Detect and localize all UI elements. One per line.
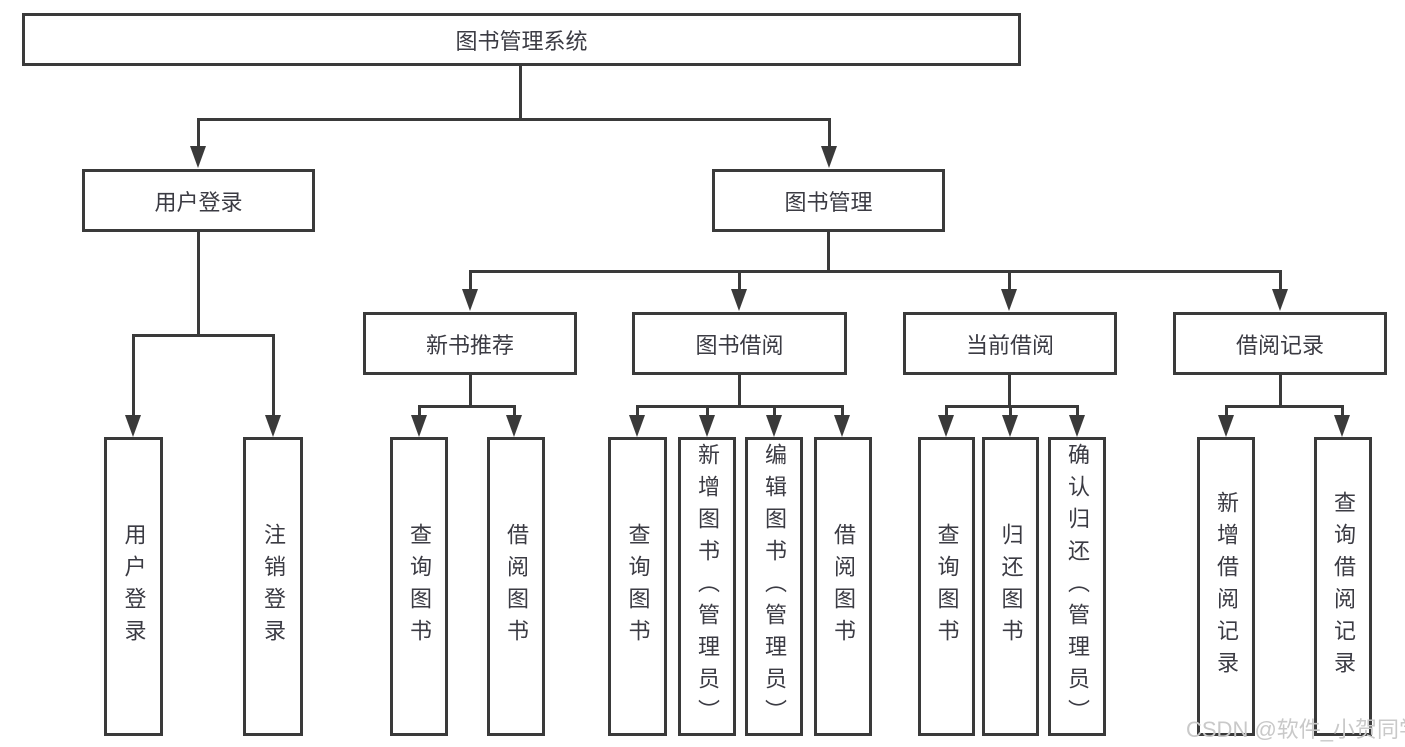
leaf-label: 查询图书	[625, 522, 651, 651]
connector-book-mgmt-rail	[468, 270, 1282, 273]
connector-drop-borrow-record	[1278, 270, 1282, 290]
arrowhead-bb-add	[699, 415, 715, 437]
connector-drop-br-add	[1224, 405, 1228, 418]
leaf-label: 查询图书	[934, 522, 960, 651]
leaf-nb-borrow-book: 借阅图书	[487, 437, 545, 736]
connector-drop-current-borrow	[1007, 270, 1011, 290]
leaf-bb-add-book-admin: 新增图书（管理员）	[678, 437, 736, 736]
connector-current-borrow-rail	[944, 405, 1079, 408]
leaf-label: 查询借阅记录	[1331, 490, 1356, 683]
arrowhead-nb-borrow	[506, 415, 522, 437]
leaf-logout: 注销登录	[243, 437, 303, 736]
connector-drop-leaf-logout	[271, 334, 275, 417]
node-current-borrow: 当前借阅	[903, 312, 1117, 375]
connector-book-borrow-stem	[737, 375, 741, 405]
connector-drop-nb-query	[417, 405, 421, 418]
connector-drop-bb-query	[635, 405, 639, 418]
node-book-borrow: 图书借阅	[632, 312, 847, 375]
connector-drop-bb-borrow	[840, 405, 844, 418]
arrowhead-leaf-user-login	[125, 415, 141, 437]
arrowhead-bb-borrow	[834, 415, 850, 437]
connector-book-mgmt-stem	[827, 232, 830, 270]
node-label: 图书管理系统	[455, 28, 588, 54]
leaf-bb-borrow-book: 借阅图书	[814, 437, 872, 736]
leaf-label: 归还图书	[998, 522, 1024, 651]
arrowhead-nb-query	[411, 415, 427, 437]
node-label: 新书推荐	[425, 332, 514, 358]
connector-book-borrow-rail	[635, 405, 844, 408]
node-book-management: 图书管理	[712, 169, 945, 232]
arrowhead-bb-query	[629, 415, 645, 437]
connector-root-rail	[196, 118, 831, 121]
arrowhead-cb-query	[938, 415, 954, 437]
connector-user-login-stem	[196, 232, 200, 334]
arrowhead-book-mgmt	[821, 146, 837, 168]
arrowhead-br-add	[1218, 415, 1234, 437]
node-borrow-record: 借阅记录	[1173, 312, 1387, 375]
leaf-label: 注销登录	[261, 522, 286, 651]
node-label: 图书借阅	[695, 332, 784, 358]
leaf-cb-return-book: 归还图书	[982, 437, 1039, 736]
connector-new-book-rec-stem	[468, 375, 472, 405]
leaf-label: 编辑图书（管理员）	[762, 442, 787, 731]
connector-drop-cb-query	[944, 405, 948, 418]
leaf-label: 新增借阅记录	[1214, 490, 1239, 683]
leaf-br-add-record: 新增借阅记录	[1197, 437, 1255, 736]
leaf-label: 确认归还（管理员）	[1065, 442, 1090, 731]
connector-current-borrow-stem	[1007, 375, 1011, 405]
node-label: 图书管理	[784, 189, 873, 215]
connector-drop-cb-confirm	[1075, 405, 1079, 418]
leaf-label: 借阅图书	[504, 522, 529, 651]
connector-drop-bb-add	[705, 405, 709, 418]
leaf-label: 查询图书	[407, 522, 432, 651]
node-label: 用户登录	[154, 189, 243, 215]
arrowhead-br-query	[1334, 415, 1350, 437]
leaf-user-login: 用户登录	[104, 437, 163, 736]
leaf-label: 新增图书（管理员）	[695, 442, 720, 731]
leaf-cb-confirm-return-admin: 确认归还（管理员）	[1048, 437, 1106, 736]
node-label: 当前借阅	[965, 332, 1054, 358]
leaf-nb-query-book: 查询图书	[390, 437, 448, 736]
node-user-login: 用户登录	[82, 169, 315, 232]
leaf-bb-edit-book-admin: 编辑图书（管理员）	[745, 437, 803, 736]
connector-drop-cb-return	[1008, 405, 1012, 418]
connector-drop-new-book-rec	[468, 270, 472, 290]
connector-drop-bb-edit	[772, 405, 776, 418]
node-new-book-recommend: 新书推荐	[363, 312, 577, 375]
connector-drop-user-login	[196, 118, 200, 148]
connector-new-book-rec-rail	[417, 405, 516, 408]
arrowhead-cb-confirm	[1069, 415, 1085, 437]
connector-drop-book-borrow	[737, 270, 741, 290]
arrowhead-cb-return	[1002, 415, 1018, 437]
node-label: 借阅记录	[1235, 332, 1324, 358]
connector-drop-leaf-user-login	[131, 334, 135, 417]
leaf-br-query-record: 查询借阅记录	[1314, 437, 1372, 736]
node-library-management-system: 图书管理系统	[22, 13, 1021, 66]
leaf-label: 借阅图书	[831, 522, 856, 651]
leaf-cb-query-book: 查询图书	[918, 437, 975, 736]
leaf-label: 用户登录	[121, 522, 147, 651]
arrowhead-borrow-record	[1272, 289, 1288, 311]
csdn-watermark: CSDN @软件_小贺同学	[1186, 717, 1405, 742]
connector-drop-nb-borrow	[512, 405, 516, 418]
arrowhead-bb-edit	[766, 415, 782, 437]
arrowhead-user-login	[190, 146, 206, 168]
arrowhead-book-borrow	[731, 289, 747, 311]
connector-drop-book-mgmt	[827, 118, 831, 148]
arrowhead-current-borrow	[1001, 289, 1017, 311]
connector-borrow-record-stem	[1278, 375, 1282, 405]
connector-borrow-record-rail	[1224, 405, 1344, 408]
leaf-bb-query-book: 查询图书	[608, 437, 667, 736]
arrowhead-leaf-logout	[265, 415, 281, 437]
connector-drop-br-query	[1340, 405, 1344, 418]
connector-root-stem	[519, 66, 522, 118]
connector-user-login-rail	[131, 334, 275, 337]
arrowhead-new-book-rec	[462, 289, 478, 311]
